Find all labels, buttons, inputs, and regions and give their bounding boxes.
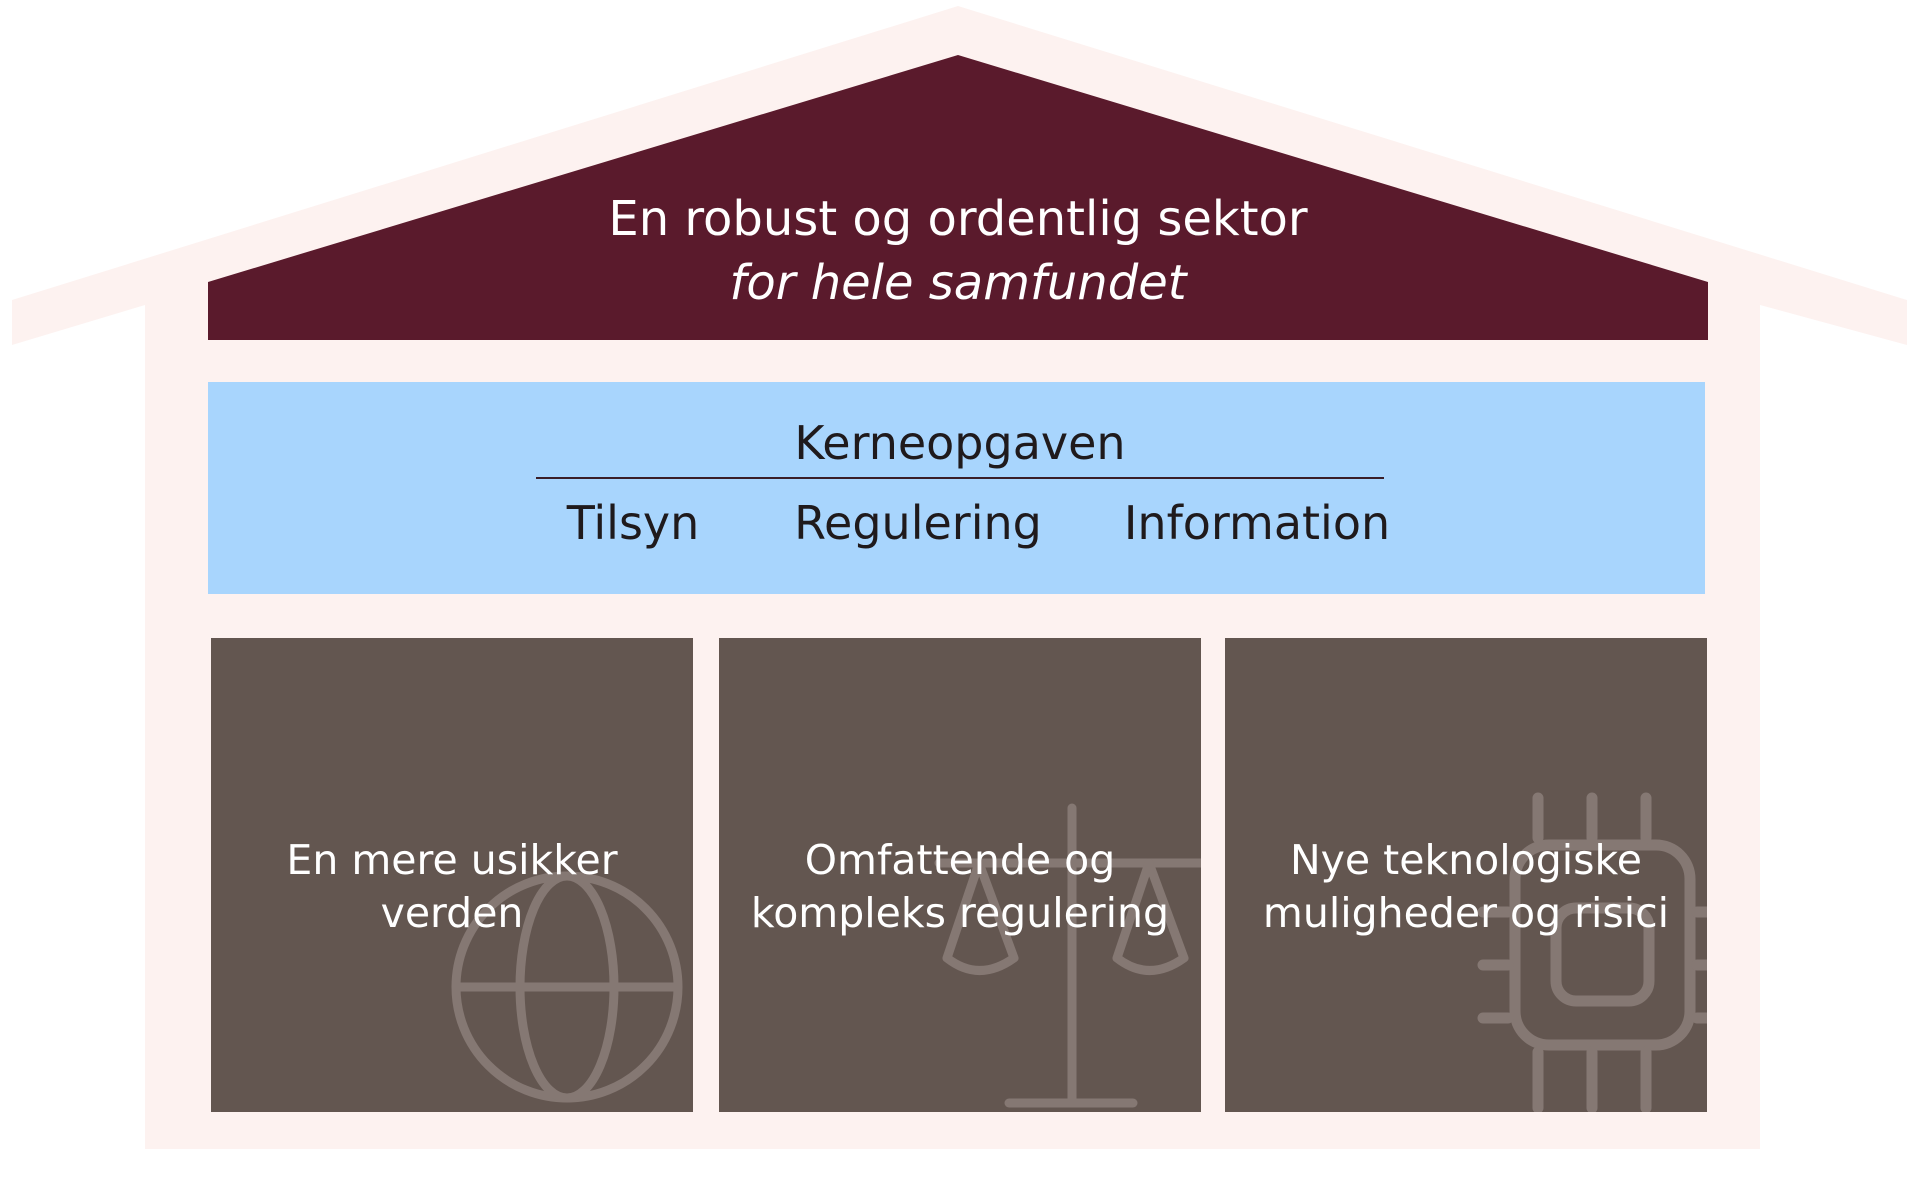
- pillar-label-line1: Nye teknologiske: [1289, 836, 1643, 884]
- pillar-label-line2: verden: [380, 889, 524, 937]
- scales-icon: [934, 803, 1201, 1108]
- core-item-information: Information: [1123, 496, 1391, 550]
- roof-subtitle: for hele samfundet: [729, 255, 1187, 311]
- globe-icon: [451, 871, 683, 1103]
- pillar-uncertain-world: En mere usikker verden: [211, 638, 693, 1112]
- core-item-regulering: Regulering: [794, 496, 1042, 550]
- chip-icon: [1477, 792, 1707, 1112]
- pillar-new-technology: Nye teknologiske muligheder og risici: [1225, 638, 1707, 1112]
- pillar-label-line2: muligheder og risici: [1262, 889, 1670, 937]
- core-title: Kerneopgaven: [794, 416, 1126, 470]
- roof: [208, 55, 1708, 340]
- core-item-tilsyn: Tilsyn: [566, 496, 700, 550]
- core-band: [208, 382, 1705, 594]
- pillar-label-line1: En mere usikker: [286, 836, 618, 884]
- roof-title: En robust og ordentlig sektor: [608, 191, 1308, 247]
- pillar-complex-regulation: Omfattende og kompleks regulering: [719, 638, 1201, 1112]
- pillar-label-line2: kompleks regulering: [750, 889, 1170, 937]
- pillar-label-line1: Omfattende og: [804, 836, 1116, 884]
